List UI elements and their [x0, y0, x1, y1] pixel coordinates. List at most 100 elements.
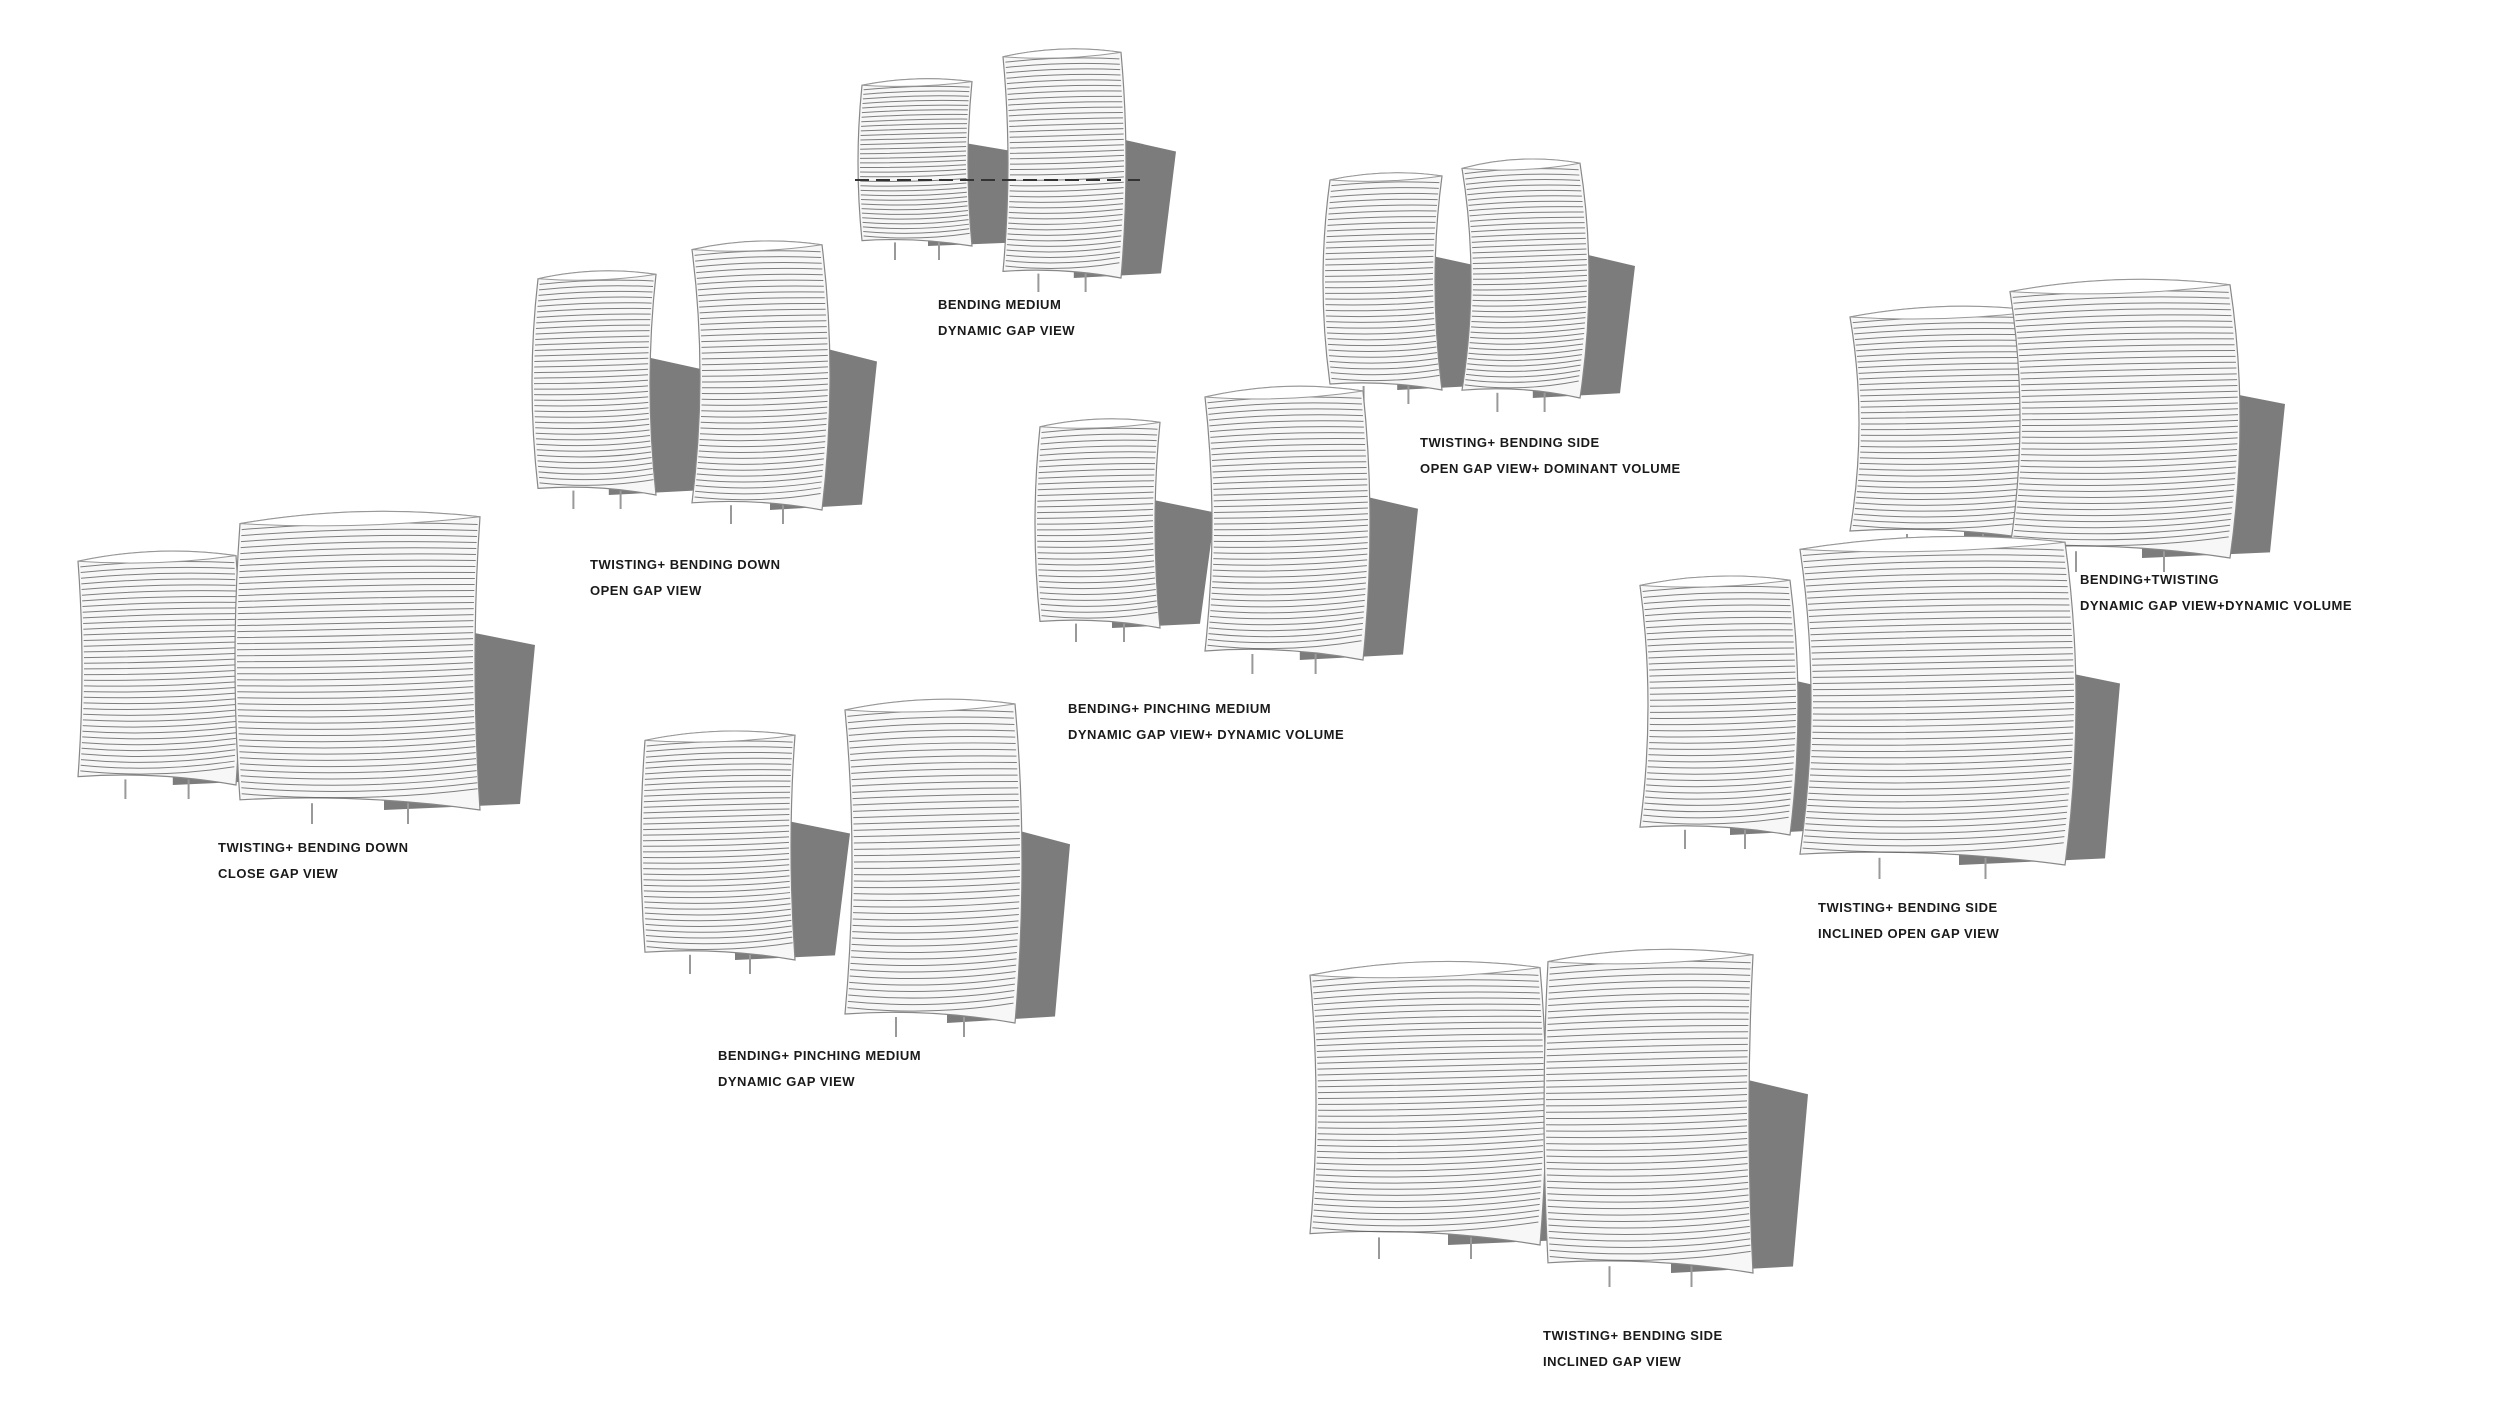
floor-line	[853, 844, 1020, 850]
floor-line	[1005, 62, 1120, 69]
floor-line	[237, 632, 474, 639]
floor-line	[241, 782, 478, 792]
floor-line	[1317, 1098, 1545, 1105]
floor-line	[1645, 616, 1792, 623]
floor-line	[1472, 290, 1587, 296]
floor-line	[860, 173, 967, 178]
floor-line	[1038, 468, 1155, 474]
floor-line	[853, 819, 1020, 825]
floor-line	[643, 819, 790, 825]
floor-line	[860, 150, 967, 155]
tower-roof	[239, 510, 481, 527]
floor-line	[1212, 461, 1367, 467]
floor-line	[644, 786, 791, 792]
floor-line	[1812, 701, 2075, 709]
floor-line	[1811, 738, 2073, 746]
floor-line	[1315, 1027, 1542, 1035]
floor-line	[1812, 695, 2075, 703]
floor-line	[1213, 495, 1368, 502]
floor-line	[1812, 671, 2074, 678]
floor-line	[696, 469, 823, 477]
floor-line	[850, 748, 1017, 755]
floor-line	[1038, 577, 1156, 584]
caption-line-2: CLOSE GAP VIEW	[218, 866, 339, 881]
floor-line	[1213, 501, 1368, 508]
floor-line	[852, 800, 1019, 806]
tower-volume	[1309, 960, 1595, 1259]
floor-line	[1008, 208, 1123, 214]
floor-line	[1647, 635, 1794, 641]
floor-line	[1809, 616, 2071, 624]
floor-line	[1313, 991, 1540, 1000]
tower-roof	[1547, 948, 1754, 965]
floor-line	[1039, 588, 1156, 596]
floor-line	[1211, 443, 1366, 450]
floor-line	[1325, 244, 1434, 249]
floor-line	[1209, 420, 1364, 427]
floor-line	[1804, 566, 2066, 575]
tower-volume	[1461, 158, 1635, 412]
floor-line	[1037, 560, 1155, 566]
floor-line	[643, 808, 790, 814]
floor-line	[699, 435, 826, 442]
floor-line	[1007, 84, 1122, 90]
floor-line	[852, 926, 1019, 934]
tower-roof	[537, 270, 657, 281]
floor-line	[1467, 195, 1582, 201]
floor-line	[2021, 425, 2238, 432]
floor-line	[645, 914, 792, 922]
floor-line	[643, 853, 790, 859]
floor-line	[1465, 173, 1580, 180]
floor-line	[1649, 671, 1796, 677]
floor-line	[853, 812, 1020, 819]
caption-line-1: BENDING+ PINCHING MEDIUM	[1068, 701, 1272, 716]
floor-line	[1548, 1219, 1750, 1229]
floor-line	[861, 196, 968, 201]
floor-line	[1212, 565, 1367, 572]
floor-line	[240, 541, 477, 549]
floor-line	[1643, 804, 1790, 813]
floor-line	[700, 314, 827, 320]
floor-line	[1649, 707, 1797, 713]
floor-line	[1317, 1121, 1544, 1129]
floor-line	[643, 830, 790, 836]
floor-line	[1037, 531, 1154, 537]
floor-line	[534, 346, 649, 352]
floor-line	[1213, 519, 1369, 525]
caption-line-2: DYNAMIC GAP VIEW+ DYNAMIC VOLUME	[1068, 727, 1345, 742]
floor-line	[1213, 484, 1368, 490]
floor-line	[1648, 647, 1795, 653]
floor-line	[2021, 408, 2238, 415]
tower-volume	[844, 698, 1070, 1037]
floor-line	[1547, 1207, 1750, 1216]
floor-line	[1037, 548, 1154, 554]
floor-line	[1006, 79, 1121, 85]
floor-line	[1643, 598, 1790, 605]
floor-line	[1546, 1043, 1748, 1050]
floor-line	[645, 757, 792, 764]
floor-line	[1009, 181, 1124, 187]
floor-line	[2021, 402, 2238, 409]
floor-line	[2021, 384, 2238, 392]
tower-pair	[1849, 278, 2285, 572]
floor-line	[697, 279, 824, 285]
caption-line-2: DYNAMIC GAP VIEW	[718, 1074, 856, 1089]
floor-line	[701, 360, 828, 366]
floor-line	[1646, 780, 1793, 788]
caption-line-1: TWISTING+ BENDING SIDE	[1420, 435, 1600, 450]
floor-line	[1041, 427, 1158, 434]
floor-line	[1809, 775, 2071, 784]
floor-line	[1468, 348, 1583, 356]
floor-line	[539, 479, 654, 486]
tower-volume	[2009, 278, 2285, 572]
floor-line	[1007, 230, 1122, 236]
floor-line	[81, 578, 236, 585]
floor-line	[860, 182, 967, 187]
floor-line	[81, 737, 236, 746]
floor-line	[1470, 216, 1585, 222]
floor-line	[237, 686, 474, 693]
floor-line	[538, 468, 653, 475]
floor-line	[1312, 979, 1539, 988]
floor-line	[237, 704, 474, 712]
floor-line	[851, 933, 1019, 940]
